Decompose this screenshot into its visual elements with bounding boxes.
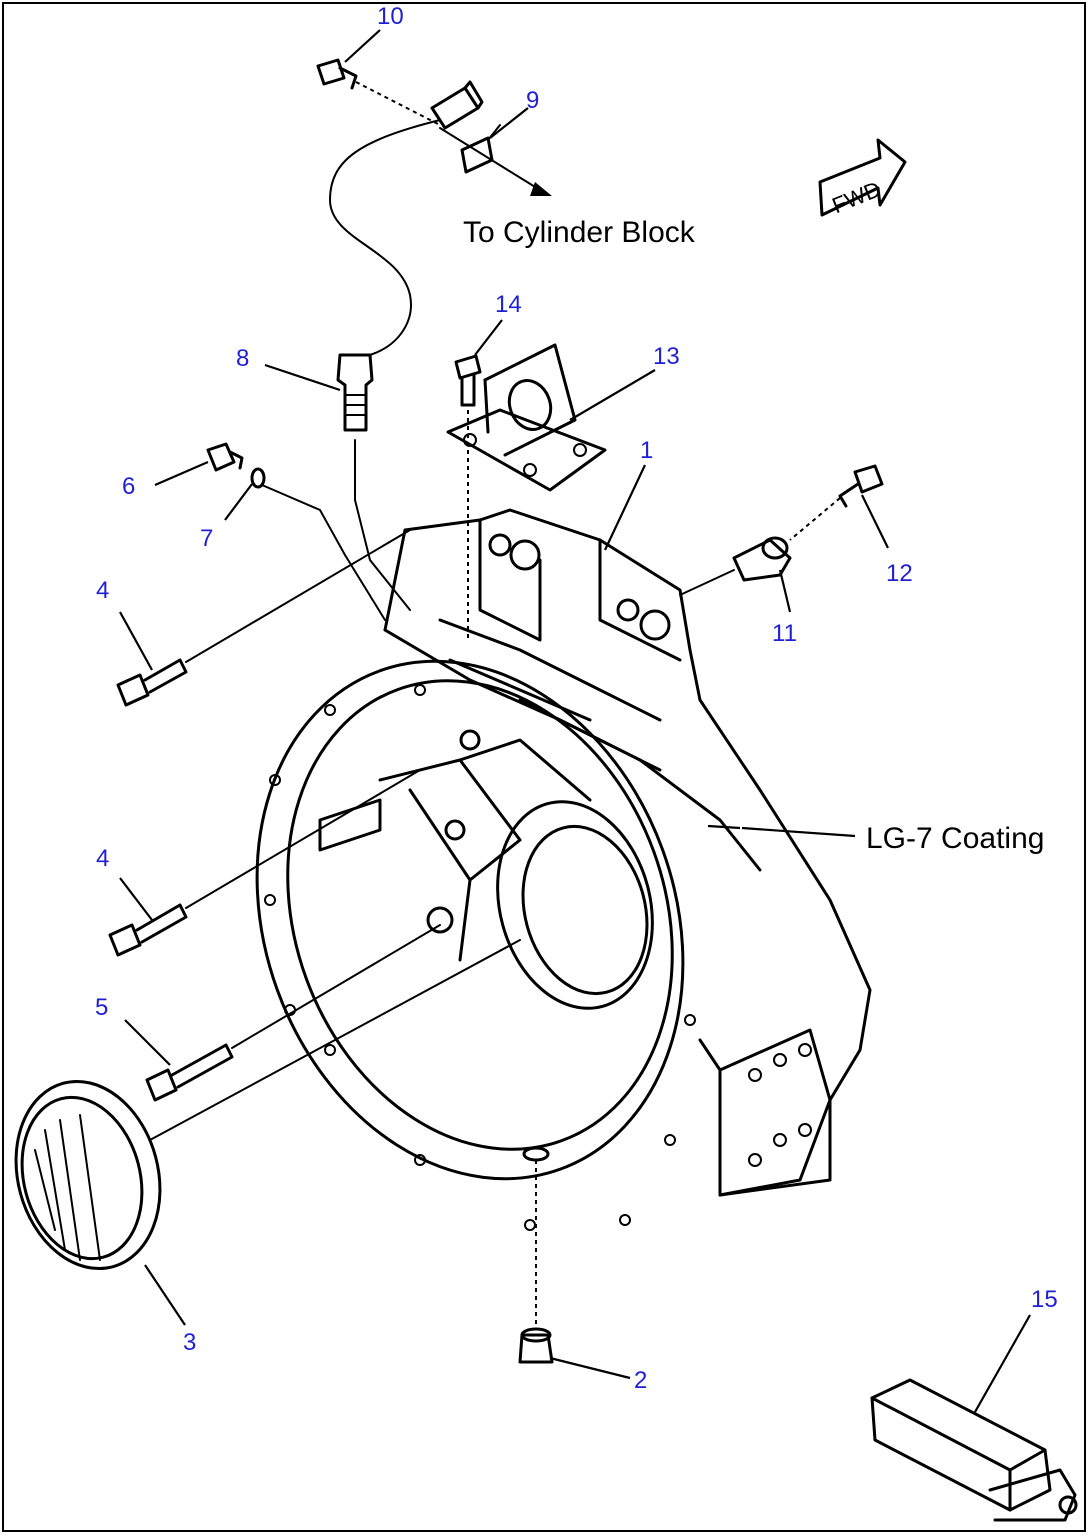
seal-assembly-line [149, 939, 521, 1141]
callout-1: 1 [640, 437, 653, 464]
callout-13: 13 [653, 343, 680, 370]
bolt-middle [108, 769, 421, 957]
callout-4-lower: 4 [96, 845, 109, 872]
callout-4-upper: 4 [96, 577, 109, 604]
leader-lines [119, 29, 1031, 1413]
bolt-and-washer [206, 442, 386, 621]
mounting-bracket [446, 343, 607, 640]
flywheel-housing [255, 508, 872, 1231]
special-tool [870, 1378, 1078, 1522]
fwd-label: FWD [828, 176, 884, 218]
callout-3: 3 [183, 1329, 196, 1356]
callout-7: 7 [200, 525, 213, 552]
fwd-arrow-icon: FWD [818, 138, 907, 218]
callout-8: 8 [236, 345, 249, 372]
speed-sensor [328, 119, 441, 611]
note-lg7-coating: LG-7 Coating [866, 822, 1044, 855]
callout-2: 2 [634, 1367, 647, 1394]
callout-5: 5 [95, 994, 108, 1021]
callout-11: 11 [772, 620, 797, 647]
callout-numbers: 10 9 8 6 7 4 4 5 3 2 14 13 1 11 12 15 [95, 3, 1058, 1394]
bolt-lower [145, 924, 441, 1102]
note-to-cylinder-block: To Cylinder Block [463, 216, 696, 249]
bolt-upper [116, 529, 411, 707]
fitting-and-bolt [679, 464, 884, 596]
callout-12: 12 [886, 560, 913, 587]
callout-15: 15 [1031, 1286, 1058, 1313]
connector-and-clamp [316, 58, 552, 196]
drain-plug [518, 1146, 554, 1364]
callout-14: 14 [495, 291, 522, 318]
callout-10: 10 [377, 3, 404, 30]
oil-seal [14, 1079, 162, 1271]
callout-6: 6 [122, 473, 135, 500]
callout-9: 9 [526, 87, 539, 114]
